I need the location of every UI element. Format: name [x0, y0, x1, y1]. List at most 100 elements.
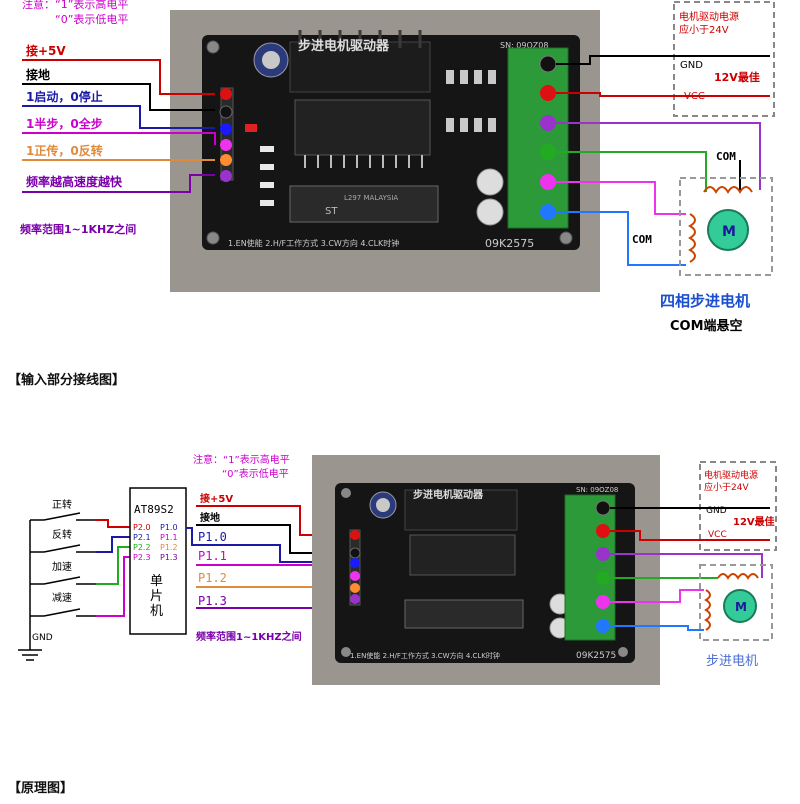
button-column: 正转 反转 加速 减速 GND — [18, 498, 96, 661]
terminal-dot-gnd — [539, 55, 557, 73]
power2-note-line1: 电机驱动电源 — [704, 469, 758, 481]
power2-note-line2: 应小于24V — [704, 481, 749, 493]
terminal-dot-b — [540, 144, 556, 160]
note-line1: 注意：“1”表示高电平 — [22, 0, 128, 11]
pin2-dot-hf — [350, 571, 360, 581]
power-box — [673, 1, 775, 117]
chip-text: L297 MALAYSIA — [344, 194, 398, 202]
driver-board-2: 步进电机驱动器 SN: 09OZ08 1.EN使能 2.H/F工作方式 3.CW… — [335, 483, 635, 663]
l297-chip-2 — [404, 599, 524, 629]
note2-line1: 注意：“1”表示高电平 — [193, 453, 290, 466]
mcu-char-1: 单 — [150, 574, 163, 589]
mcu-pin-p10: P1.0 — [160, 523, 178, 532]
terminal2-dot-a — [596, 547, 610, 561]
motor-box — [679, 177, 773, 276]
mcu-char-3: 机 — [150, 604, 163, 619]
button-label-reverse: 反转 — [52, 528, 72, 541]
pin2-dot-en — [350, 558, 360, 568]
mcu-pin-p13: P1.3 — [160, 553, 178, 562]
mcu-output-labels: 接+5V 接地 P1.0 P1.1 P1.2 P1.3 频率范围1~1KHZ之间 — [196, 492, 302, 643]
terminal2-dot-gnd — [595, 500, 611, 516]
best-voltage-label: 12V最佳 — [714, 70, 760, 84]
note2-line2: “0”表示低电平 — [222, 467, 289, 480]
driver-board: 步进电机驱动器 ST L297 MALAYSIA — [202, 30, 580, 250]
board-serial: SN: 09OZ08 — [500, 41, 548, 50]
mount-hole-icon — [618, 647, 628, 657]
l297-chip — [289, 185, 439, 223]
board-footer: 1.EN使能 2.H/F工作方式 3.CW方向 4.CLK时钟 — [228, 238, 399, 248]
mcu-pin-p20: P2.0 — [133, 523, 151, 532]
best2-label: 12V最佳 — [733, 515, 775, 528]
potentiometer — [476, 198, 504, 226]
button-label-slowdown: 减速 — [52, 592, 72, 604]
mcu-pin-p11: P1.1 — [160, 533, 178, 542]
mcu-char-2: 片 — [150, 589, 163, 604]
label2-p10: P1.0 — [198, 530, 227, 544]
pin2-dot-cw — [350, 583, 360, 593]
pin2-dot-5v — [350, 530, 360, 540]
label-5v: 接+5V — [26, 43, 66, 58]
vcc2-label: VCC — [708, 530, 727, 540]
terminal2-dot-d — [596, 619, 610, 633]
pin-dot-clk — [220, 170, 232, 182]
label-direction: 1正传，0反转 — [26, 143, 103, 158]
pin2-dot-gnd — [349, 547, 361, 559]
motor-glyph: M — [722, 224, 736, 240]
input-dots — [219, 88, 233, 182]
label2-5v: 接+5V — [200, 492, 233, 505]
l298-chip — [294, 99, 431, 156]
mount-hole-icon — [206, 231, 220, 245]
motor-box-2 — [699, 564, 773, 641]
l298-chip-2 — [409, 534, 516, 576]
chip-brand: ST — [325, 206, 338, 217]
terminal-dot-c — [540, 174, 556, 190]
gnd-label: GND — [680, 60, 703, 71]
input-labels: 接+5V 接地 1启动，0停止 1半步，0全步 1正传，0反转 频率越高速度越快… — [20, 43, 136, 236]
terminal-dot-d — [540, 204, 556, 220]
coil2-top — [717, 573, 759, 580]
diagram-2: 注意：“1”表示高电平 “0”表示低电平 正转 反转 加速 减速 GND — [18, 453, 777, 685]
board2-serial: SN: 09OZ08 — [576, 486, 618, 494]
mcu-pin-p23: P2.3 — [133, 553, 151, 562]
terminal2-dot-b — [596, 571, 610, 585]
diagram-1: 注意：“1”表示高电平 “0”表示低电平 步进电机驱动器 — [20, 0, 775, 334]
coil-left — [688, 213, 696, 263]
terminal-dots — [539, 55, 557, 220]
freq2-range-note: 频率范围1~1KHZ之间 — [196, 630, 302, 643]
label-enable: 1启动，0停止 — [26, 89, 103, 104]
mount-hole-icon — [206, 40, 220, 54]
pin-dot-en — [220, 123, 232, 135]
potentiometer — [476, 168, 504, 196]
label-gnd: 接地 — [26, 67, 50, 82]
button-wires — [96, 519, 132, 617]
coil2-left — [704, 589, 711, 631]
mount-hole-icon — [341, 647, 351, 657]
terminal-dot-a — [540, 115, 556, 131]
terminal-block-2 — [564, 494, 616, 641]
power-box-2 — [699, 461, 777, 551]
mcu-pin-p12: P1.2 — [160, 543, 178, 552]
label2-p11: P1.1 — [198, 549, 227, 563]
label-clock: 频率越高速度越快 — [26, 174, 123, 189]
mcu-pin-p21: P2.1 — [133, 533, 151, 542]
motor-icon — [707, 209, 749, 251]
gnd2-label: GND — [706, 506, 727, 516]
mount-hole-icon — [559, 231, 573, 245]
mcu-box — [129, 487, 187, 635]
label2-p13: P1.3 — [198, 594, 227, 608]
note-line2: “0”表示低电平 — [55, 12, 128, 26]
mcu-pin-p22: P2.2 — [133, 543, 151, 552]
freq-range-note: 频率范围1~1KHZ之间 — [20, 222, 136, 236]
motor2-title: 步进电机 — [706, 654, 758, 669]
label2-p12: P1.2 — [198, 571, 227, 585]
caption-input-wiring: 【输入部分接线图】 — [8, 372, 125, 388]
board2-brand: 09K2575 — [576, 651, 616, 661]
motor2-glyph: M — [735, 600, 747, 614]
gnd-label-left: GND — [32, 633, 53, 643]
board-brand: 09K2575 — [485, 237, 534, 250]
com-left-label: COM — [632, 233, 652, 246]
board2-title: 步进电机驱动器 — [413, 488, 484, 501]
button-label-forward: 正转 — [52, 498, 72, 511]
motor-title: 四相步进电机 — [660, 292, 750, 310]
